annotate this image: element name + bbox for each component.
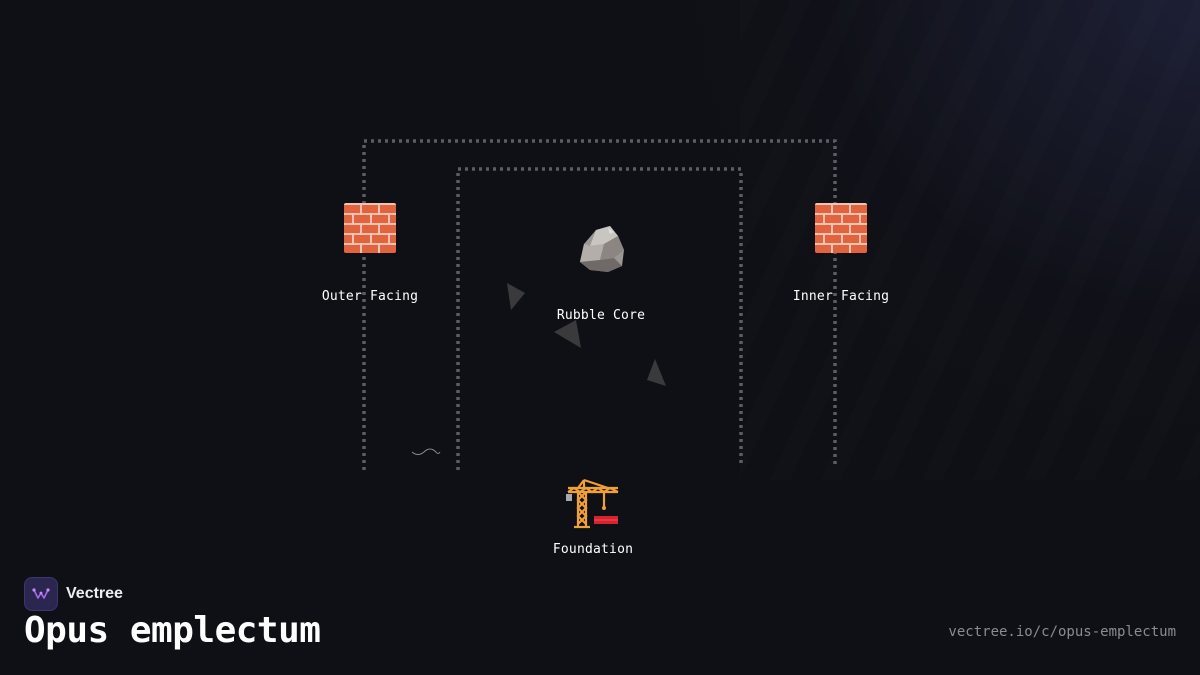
page-title: Opus emplectum (24, 610, 321, 651)
node-label: Rubble Core (556, 308, 646, 323)
arrow-core-down (554, 320, 581, 348)
node-label: Foundation (552, 542, 634, 557)
squiggle-mark (411, 448, 441, 455)
brand-name: Vectree (66, 585, 123, 602)
node-outer-facing: Outer Facing (322, 203, 418, 304)
arrow-core-right (647, 359, 666, 386)
inner-wall-outline (456, 167, 743, 470)
node-label: Inner Facing (792, 289, 890, 304)
node-inner-facing: Inner Facing (793, 203, 889, 304)
node-foundation: Foundation (552, 478, 634, 557)
node-rubble-core: Rubble Core (548, 222, 654, 323)
rock-icon (580, 226, 624, 272)
page-url[interactable]: vectree.io/c/opus-emplectum (948, 624, 1176, 640)
brand: Vectree (24, 577, 123, 611)
node-label: Outer Facing (321, 289, 419, 304)
brick-wall-icon (344, 203, 396, 253)
brick-wall-icon (815, 203, 867, 253)
vectree-logo-icon (24, 577, 58, 611)
construction-crane-icon (566, 478, 619, 529)
arrow-core-left (507, 283, 525, 310)
